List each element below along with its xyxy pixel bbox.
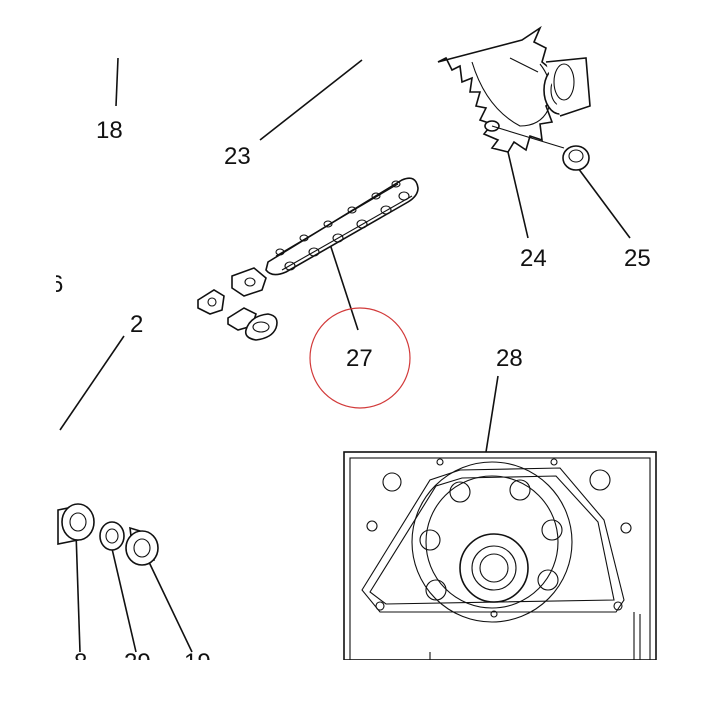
highlight-circle	[309, 307, 411, 409]
leader-19	[147, 559, 193, 653]
callout-24: 24	[520, 245, 547, 272]
callout-28: 28	[496, 345, 523, 372]
leader-24	[507, 151, 529, 239]
chain-27-drawing	[197, 177, 419, 341]
callout-18: 18	[96, 117, 123, 144]
leader-28	[485, 375, 499, 453]
nut-25-drawing	[562, 145, 590, 171]
chain-case-28-drawing	[343, 451, 657, 661]
callout-25: 25	[624, 245, 651, 272]
bottom-crop	[0, 660, 720, 720]
leader-29	[109, 539, 137, 653]
leader-2	[59, 335, 125, 431]
leader-lines	[59, 57, 631, 653]
callout-23: 23	[224, 143, 251, 170]
left-crop	[0, 0, 56, 720]
leader-18	[115, 57, 119, 107]
leader-27	[329, 243, 359, 331]
leader-25	[577, 167, 631, 239]
sprocket-24-drawing	[437, 25, 591, 153]
callout-2: 2	[130, 311, 143, 338]
leader-23	[259, 59, 363, 141]
leader-8	[75, 531, 81, 653]
callout-27: 27	[346, 345, 373, 372]
bushing-group-drawing	[57, 503, 159, 566]
